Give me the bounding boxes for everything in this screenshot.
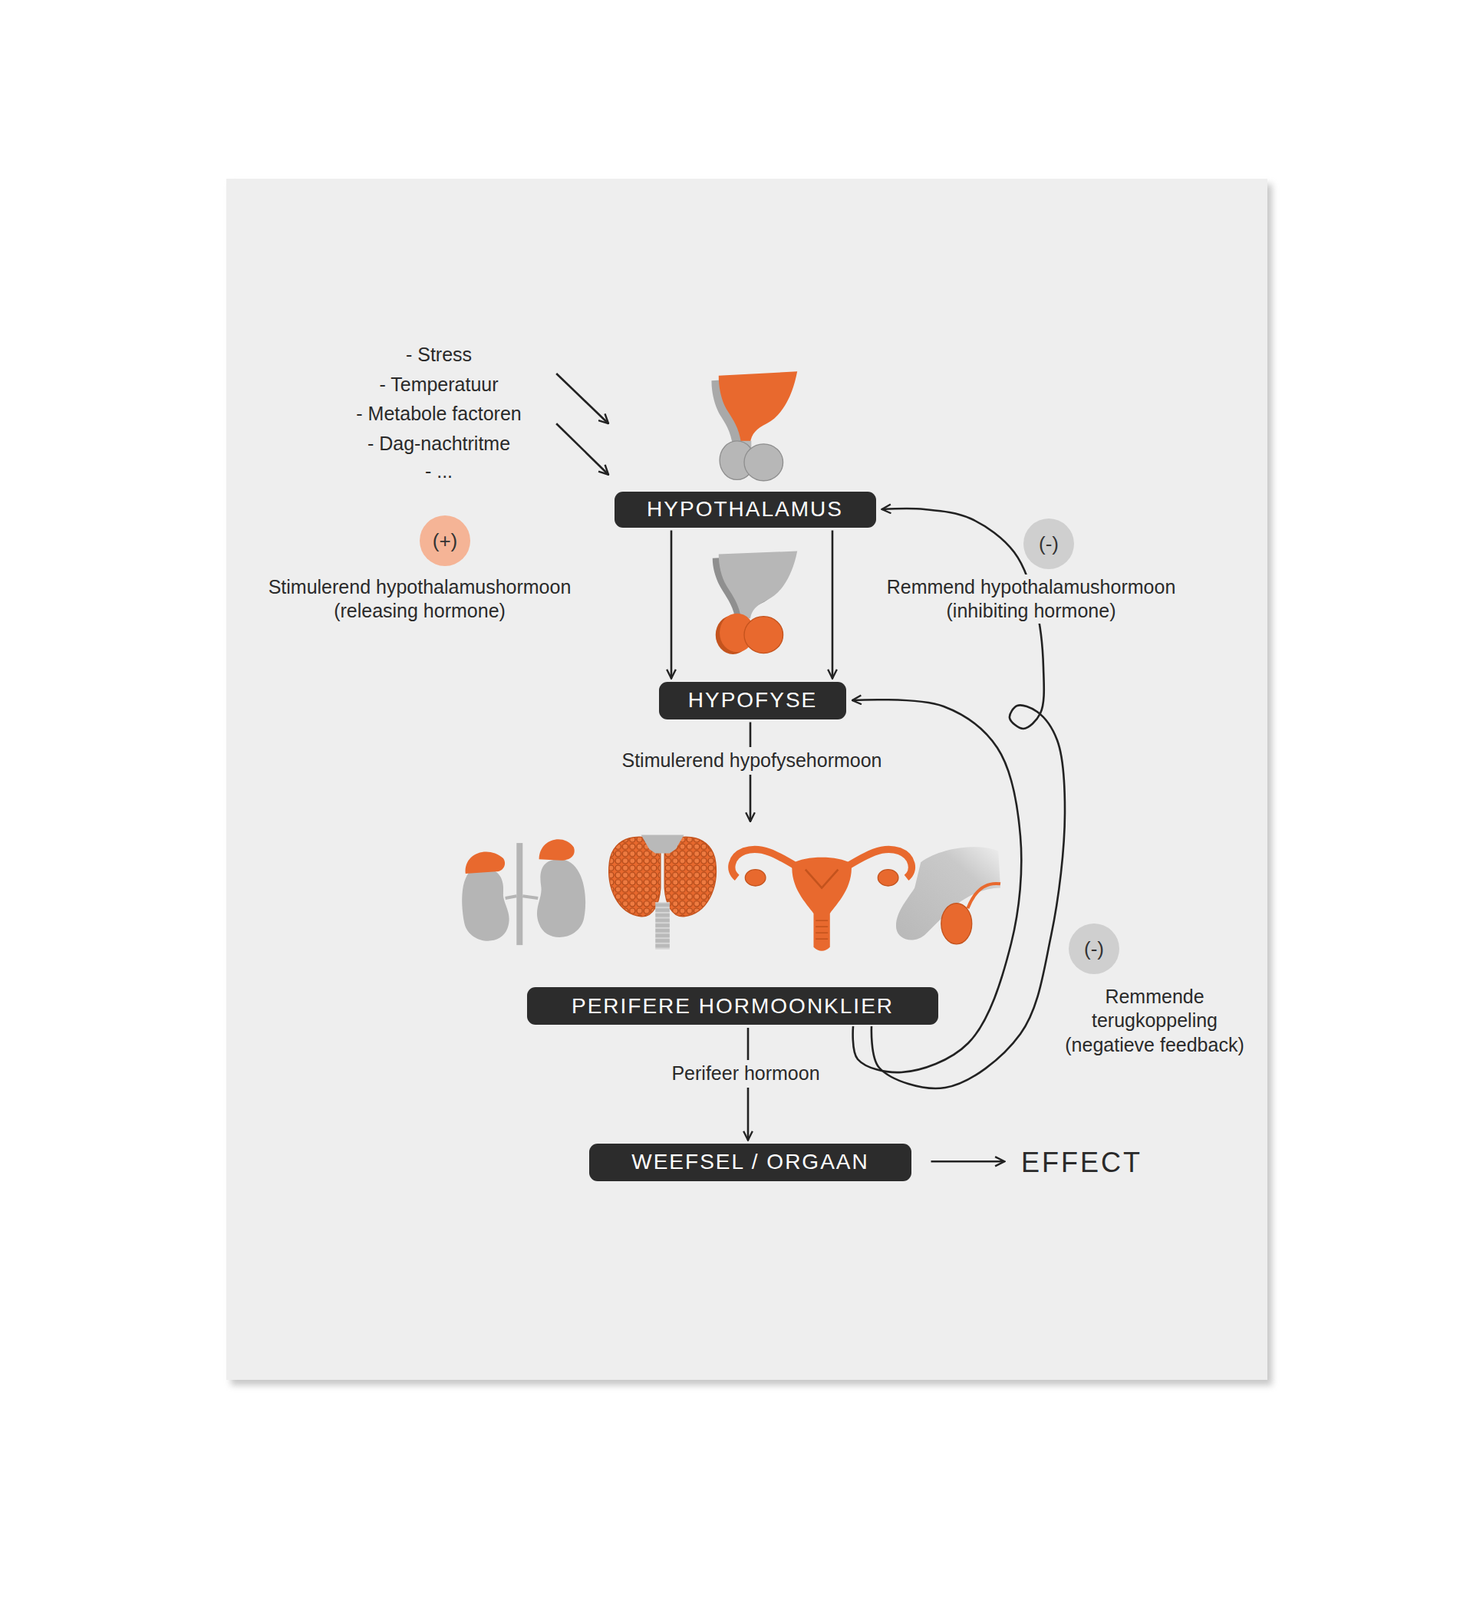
annotation-text: Remmende terugkoppeling (negatieve feedb… [1054, 985, 1256, 1058]
hypothalamus-shape [718, 551, 798, 620]
minus-sign-circle: (-) [1068, 923, 1120, 975]
plus-sign-circle: (+) [419, 515, 471, 567]
node-text: HYPOFYSE [688, 688, 818, 713]
annotation-text: - Metabole factoren [355, 402, 521, 426]
annotation-text: - Dag-nachtritme [367, 431, 511, 456]
adrenal-illustration [461, 839, 586, 946]
paper-sheet [226, 178, 1268, 1381]
node-text: (-) [1038, 532, 1059, 557]
node-text: PERIFERE HORMOONKLIER [527, 987, 939, 1025]
kidney [537, 859, 586, 938]
edge-label: Perifeer hormoon [665, 1060, 826, 1088]
kidney [461, 867, 509, 942]
minus-sign-circle: (-) [1023, 518, 1075, 570]
pituitary-illustration [712, 551, 798, 655]
vessel [516, 843, 523, 946]
node-text: (+) [432, 529, 459, 554]
fallopian-tube [845, 849, 913, 878]
edge-label: Stimulerend hypofysehormoon [615, 747, 888, 775]
node-text: WEEFSEL / ORGAAN [631, 1150, 869, 1175]
flow-arrow [831, 530, 834, 679]
hypofyse-box: HYPOFYSE [659, 682, 847, 720]
ovary [744, 869, 766, 887]
pituitary-lobe [744, 616, 784, 654]
thyroid-illustration [609, 834, 717, 950]
input-arrow [556, 423, 609, 475]
vessel [505, 896, 518, 899]
annotation-text: Remmend hypothalamushormoon (inhibiting … [859, 574, 1203, 625]
larynx [641, 834, 685, 854]
annotation-text: - Temperatuur [378, 372, 498, 397]
node-text: (-) [1084, 937, 1104, 962]
testis [941, 903, 973, 945]
uterus-illustration [731, 849, 913, 951]
cervix-lines [815, 920, 828, 940]
ovary [877, 869, 899, 887]
flow-arrow [670, 530, 673, 679]
hypothalamus-illustration [711, 371, 798, 481]
hypothalamus-shape [718, 371, 798, 443]
uterus-body [791, 857, 852, 952]
effect-arrow [931, 1160, 1006, 1164]
annotation-text: - Stress [405, 342, 472, 367]
vessel [522, 896, 538, 899]
trachea [655, 902, 670, 950]
annotation-text: - ... [425, 459, 453, 484]
node-text: HYPOTHALAMUS [646, 497, 844, 522]
testis-illustration [896, 846, 1001, 944]
gland-group: PERIFERE HORMOONKLIER [458, 824, 1007, 1025]
adrenal-gland [539, 839, 575, 861]
annotation-text: Stimulerend hypothalamushormoon (releasi… [250, 575, 589, 624]
spermatic-cord [967, 883, 1001, 909]
adrenal-gland [465, 852, 506, 874]
uterus-cavity [805, 869, 839, 889]
pituitary-lobe [744, 444, 784, 482]
input-arrow [556, 373, 609, 424]
fallopian-tube [731, 849, 799, 878]
effect-text: EFFECT [1021, 1145, 1143, 1180]
tissue-box: WEEFSEL / ORGAAN [589, 1143, 912, 1182]
hypothalamus-box: HYPOTHALAMUS [614, 491, 877, 528]
